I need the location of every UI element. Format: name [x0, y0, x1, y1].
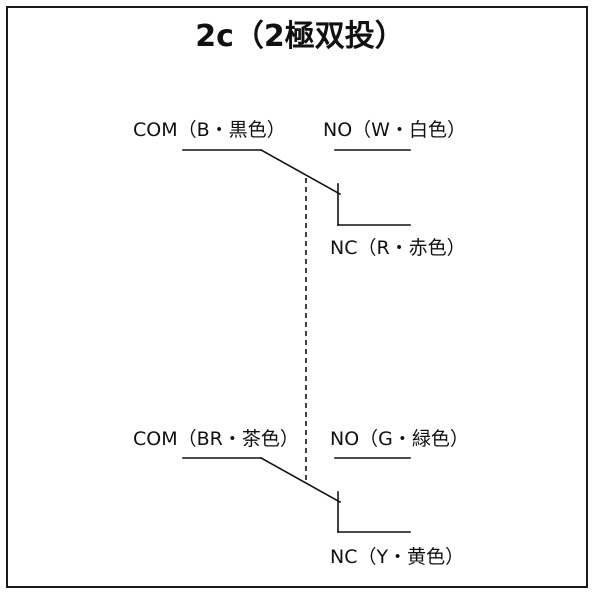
diagram-frame	[6, 6, 588, 588]
diagram-title: 2c（2極双投）	[195, 19, 405, 54]
pole1-com-label: COM（B・黒色）	[133, 119, 286, 141]
pole2-nc-label: NC（Y・黄色）	[330, 546, 465, 568]
pole2-com-label: COM（BR・茶色）	[133, 428, 299, 450]
pole1-no-label: NO（W・白色）	[323, 119, 466, 141]
pole2-no-label: NO（G・緑色）	[330, 428, 469, 450]
pole1-nc-label: NC（R・赤色）	[330, 237, 466, 259]
pole2-blade	[259, 456, 342, 504]
pole1-blade	[259, 148, 342, 196]
